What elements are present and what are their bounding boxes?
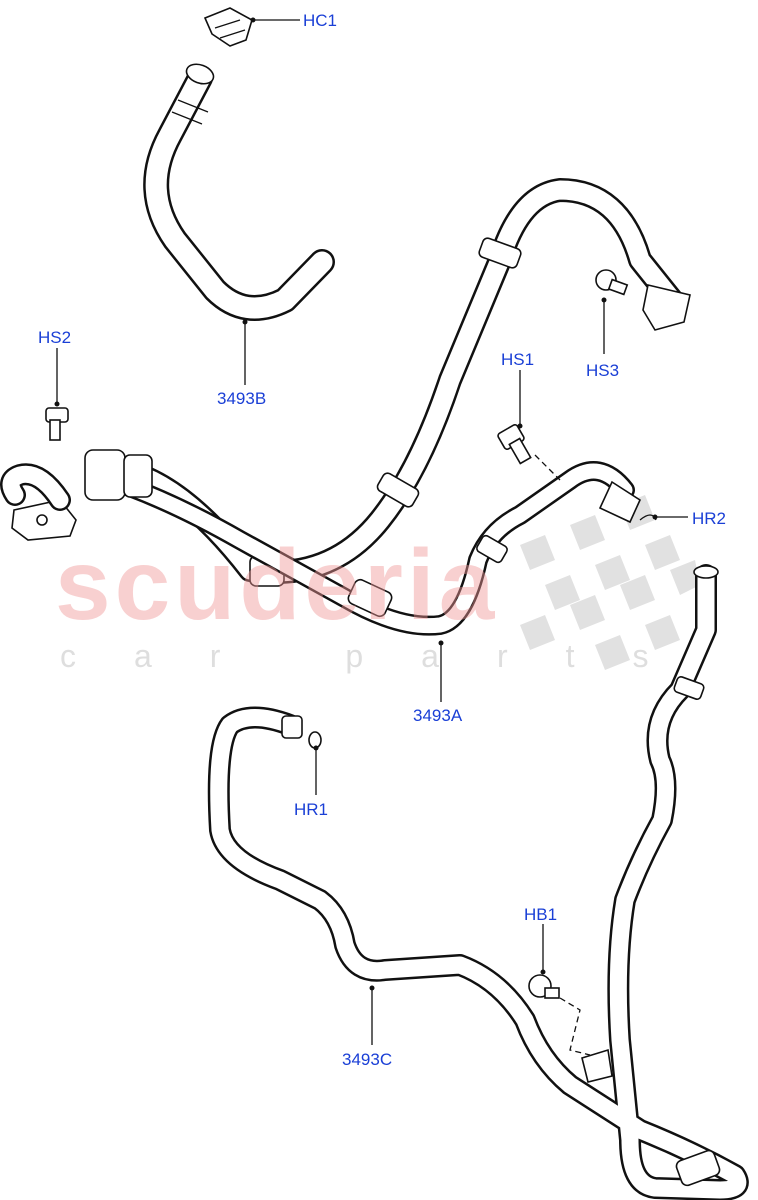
callout-hs2[interactable]: HS2: [38, 328, 72, 347]
bolt-hs2: [45, 407, 69, 441]
bolt-hb1: [528, 974, 560, 999]
bolt-hs3: [595, 269, 629, 296]
hose-clamp-hc1: [203, 7, 253, 47]
left-bracket-assembly: [0, 449, 153, 541]
callout-hr2[interactable]: HR2: [692, 509, 727, 528]
bolt-hs1: [497, 424, 532, 465]
callout-3493b[interactable]: 3493B: [217, 389, 267, 408]
callout-3493c[interactable]: 3493C: [342, 1050, 393, 1069]
checkered-flag-watermark: [520, 495, 700, 670]
callout-hr1[interactable]: HR1: [294, 800, 329, 819]
hose-3493c: [207, 564, 749, 1200]
hose-3493b: [143, 63, 335, 321]
o-ring-hr1: [308, 731, 322, 749]
leader-lines: [54, 17, 688, 1056]
watermark-subtitle: car parts: [60, 638, 707, 674]
callout-hb1[interactable]: HB1: [524, 905, 558, 924]
watermark-logo-text: scuderia: [55, 529, 499, 641]
callout-hc1[interactable]: HC1: [303, 11, 338, 30]
callout-3493a[interactable]: 3493A: [413, 706, 463, 725]
callout-hs3[interactable]: HS3: [586, 361, 620, 380]
callout-hs1[interactable]: HS1: [501, 350, 535, 369]
hose-3493a-lower: [100, 461, 642, 636]
